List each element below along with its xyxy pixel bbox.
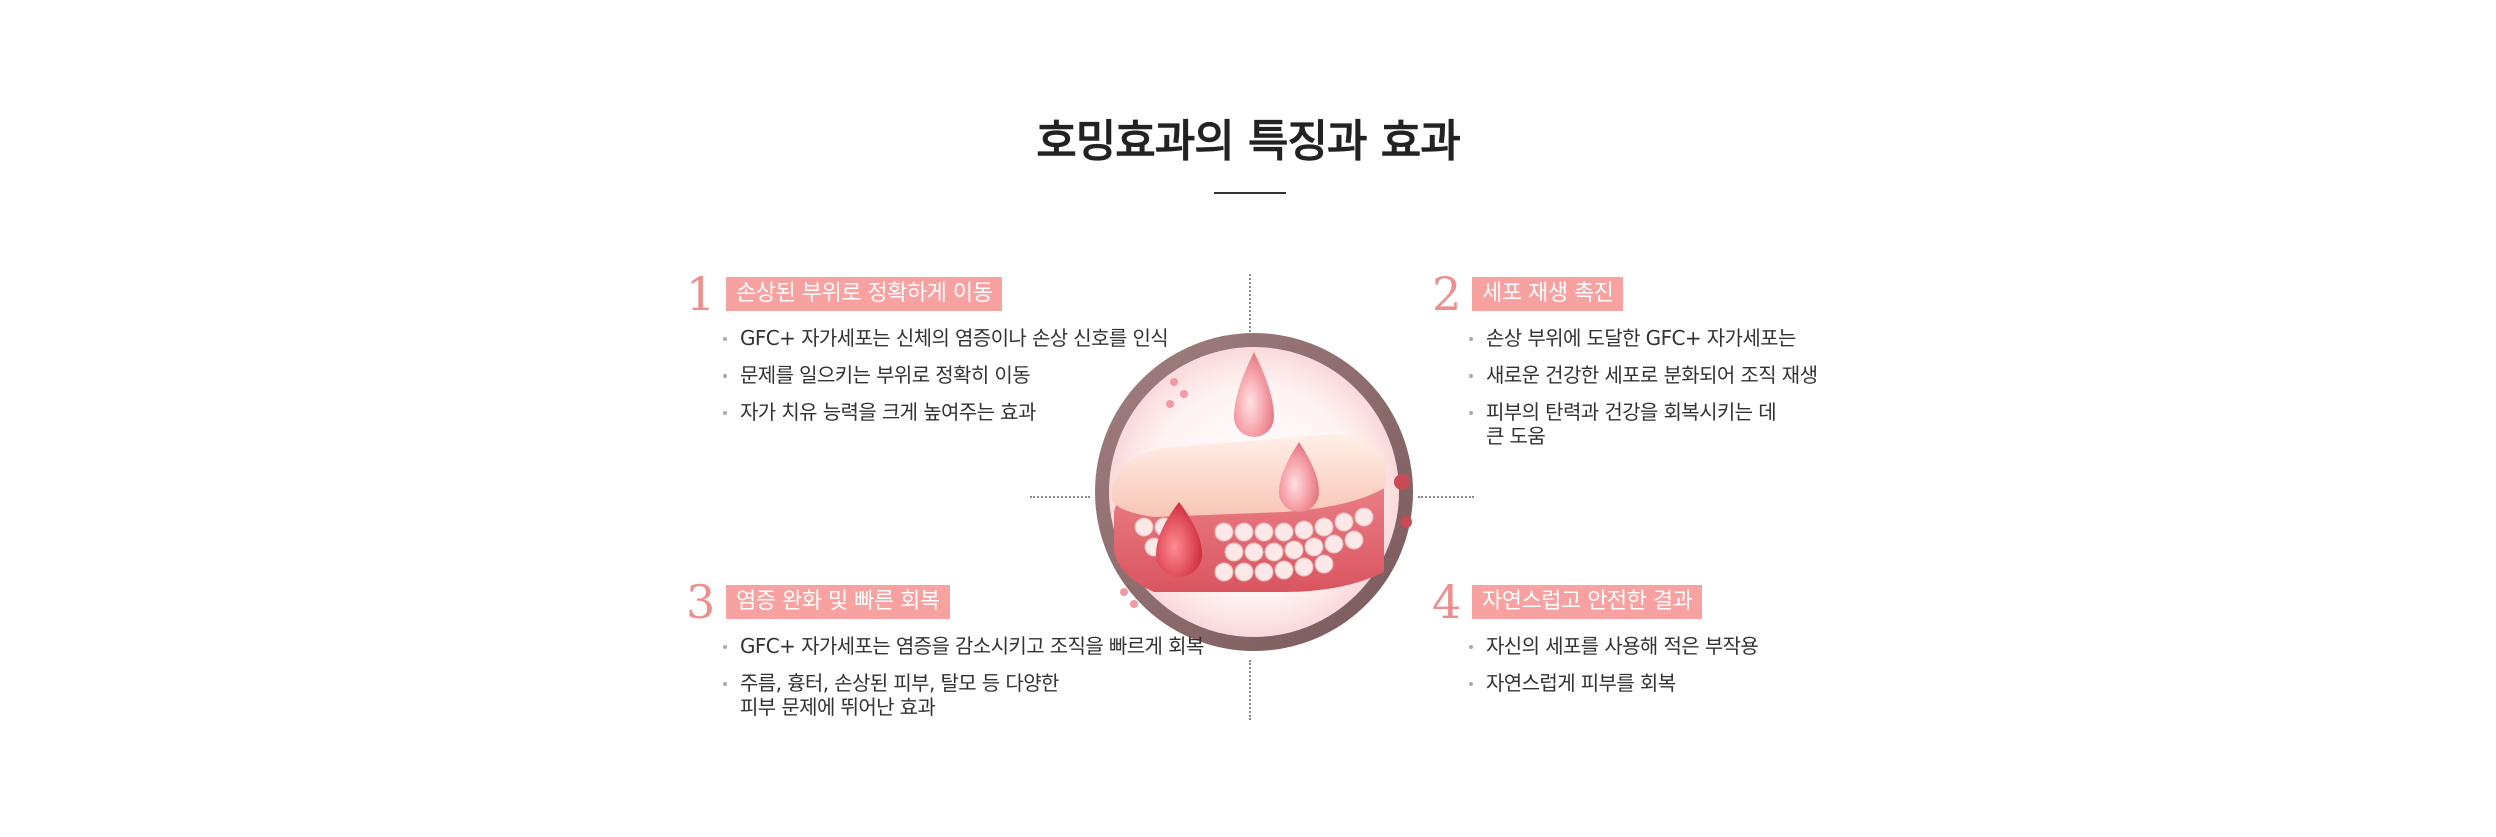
section-label: 염증 완화 및 빠른 회복 — [726, 585, 950, 619]
list-item: 자연스럽게 피부를 회복 — [1468, 671, 1758, 695]
section-label: 세포 재생 촉진 — [1472, 277, 1624, 311]
guide-line-left — [1030, 496, 1090, 498]
title-divider — [1214, 192, 1286, 194]
list-item: 자신의 세포를 사용해 적은 부작용 — [1468, 634, 1759, 658]
list-item: GFC+ 자가세포는 신체의 염증이나 손상 신호를 인식 — [722, 326, 1169, 350]
list-item: 손상 부위에 도달한 GFC+ 자가세포는 — [1468, 326, 1817, 350]
section-number: 4 — [1432, 575, 1462, 629]
section-label: 자연스럽고 안전한 결과 — [1472, 585, 1703, 619]
section-4: 4 자연스럽고 안전한 결과 자신의 세포를 사용해 적은 부작용 자연스럽게 … — [1432, 575, 1759, 708]
list-item: 문제를 일으키는 부위로 정확히 이동 — [722, 363, 1168, 387]
section-1: 1 손상된 부위로 정확하게 이동 GFC+ 자가세포는 신체의 염증이나 손상… — [686, 267, 1169, 437]
list-item: 피부의 탄력과 건강을 회복시키는 데 큰 도움 — [1468, 400, 1817, 448]
section-number: 3 — [686, 575, 716, 629]
section-3: 3 염증 완화 및 빠른 회복 GFC+ 자가세포는 염증을 감소시키고 조직을… — [686, 575, 1204, 732]
section-2: 2 세포 재생 촉진 손상 부위에 도달한 GFC+ 자가세포는 새로운 건강한… — [1432, 267, 1818, 461]
section-number: 1 — [686, 267, 716, 321]
guide-line-bottom — [1249, 660, 1251, 720]
skin-cell-illustration — [1084, 322, 1424, 662]
section-number: 2 — [1432, 267, 1462, 321]
section-label: 손상된 부위로 정확하게 이동 — [726, 277, 1003, 311]
page-title: 호밍효과의 특징과 효과 — [1036, 116, 1460, 167]
list-item: GFC+ 자가세포는 염증을 감소시키고 조직을 빠르게 회복 — [722, 634, 1204, 658]
list-item: 새로운 건강한 세포로 분화되어 조직 재생 — [1468, 363, 1818, 387]
list-item: 주름, 흉터, 손상된 피부, 탈모 등 다양한 피부 문제에 뛰어난 효과 — [722, 671, 1204, 719]
list-item: 자가 치유 능력을 크게 높여주는 효과 — [722, 400, 1168, 424]
guide-line-top — [1249, 274, 1251, 332]
guide-line-right — [1418, 496, 1474, 498]
